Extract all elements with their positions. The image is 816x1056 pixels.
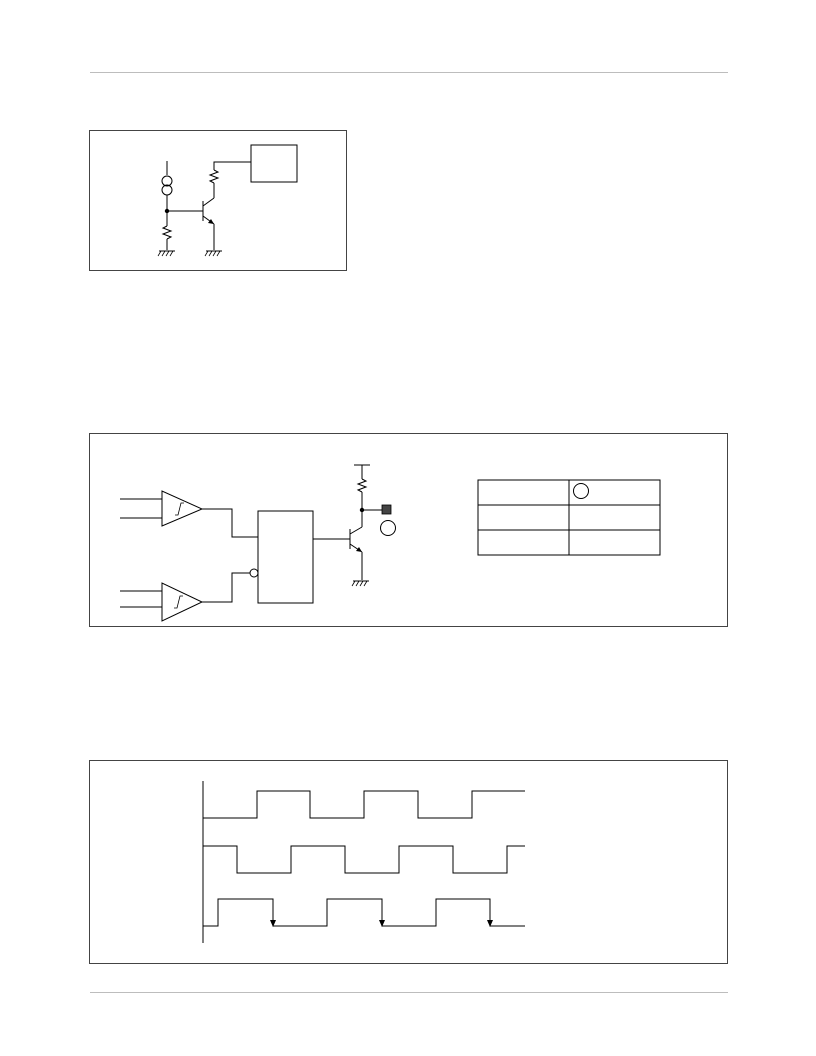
signal-2-waveform xyxy=(203,845,525,874)
truth-table xyxy=(477,479,661,556)
inversion-bubble xyxy=(249,568,259,578)
figure-2-circuit xyxy=(120,464,661,622)
comparator-1-output-wire xyxy=(202,508,258,538)
figure-1-circuit xyxy=(157,144,298,257)
output-circle-marker xyxy=(380,520,396,536)
figure-1-frame xyxy=(89,130,347,271)
ground-symbol-right xyxy=(204,250,222,257)
current-source-symbol xyxy=(161,175,173,196)
comparator-2-output-wire xyxy=(202,572,250,603)
falling-edge-arrow-1 xyxy=(270,920,276,927)
signal-1-waveform xyxy=(203,790,525,819)
figure-2-frame xyxy=(89,433,728,627)
hysteresis-icon-1 xyxy=(175,502,184,516)
output-transistor-symbol xyxy=(349,526,363,553)
falling-edge-arrow-2 xyxy=(379,920,385,927)
collector-resistor xyxy=(208,169,220,184)
footer-rule xyxy=(90,992,728,993)
logic-block xyxy=(257,510,314,604)
ground-symbol xyxy=(351,580,369,587)
ground-symbol-left xyxy=(157,250,175,257)
comparator-2-symbol xyxy=(161,582,204,622)
pullup-resistor xyxy=(356,478,368,493)
figure-3-frame xyxy=(89,760,728,964)
falling-edge-arrow-3 xyxy=(487,920,493,927)
output-pin-pad xyxy=(381,504,392,515)
figure-3-timing-diagram xyxy=(202,781,525,943)
truth-table-header-circle xyxy=(573,483,589,499)
signal-3-waveform xyxy=(203,898,525,927)
load-box xyxy=(250,144,298,183)
base-resistor xyxy=(161,225,173,240)
npn-transistor-symbol xyxy=(202,197,215,225)
hysteresis-icon-2 xyxy=(174,595,183,609)
comparator-1-symbol xyxy=(161,490,204,527)
load-wire xyxy=(213,161,251,170)
header-rule xyxy=(90,72,728,73)
